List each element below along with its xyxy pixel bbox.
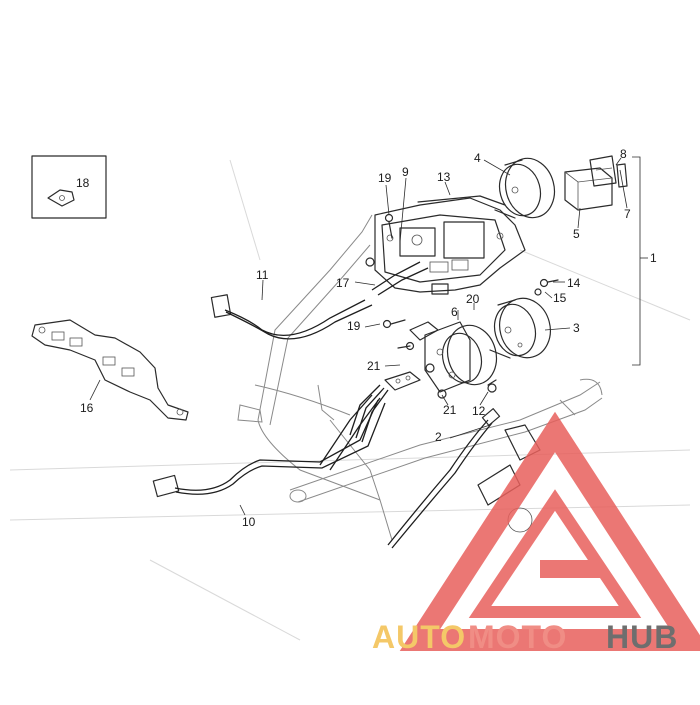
callout-17: 17 [336, 276, 350, 290]
gauge-3 [489, 297, 551, 359]
connector-strip-21 [349, 371, 421, 443]
inset-box-18 [31, 155, 107, 219]
callout-11: 11 [256, 268, 269, 282]
callout-4: 4 [474, 151, 481, 165]
harness-10 [152, 394, 386, 498]
watermark: AUTO MOTO HUB [372, 411, 700, 655]
callout-8: 8 [620, 147, 627, 161]
callout-2: 2 [435, 430, 442, 444]
bracket-16 [31, 319, 189, 421]
watermark-moto: MOTO [468, 619, 567, 655]
frame-tubes [237, 214, 603, 541]
watermark-hub: HUB [606, 619, 678, 655]
callout-12: 12 [472, 404, 486, 418]
callout-20: 20 [466, 292, 480, 306]
callout-19-mid: 19 [347, 319, 361, 333]
callout-13: 13 [437, 170, 451, 184]
callout-3: 3 [573, 321, 580, 335]
callout-14: 14 [567, 276, 581, 290]
watermark-logo-triangle [399, 411, 700, 651]
group-bracket-1 [632, 156, 648, 366]
callout-21-left: 21 [367, 359, 381, 373]
callout-7: 7 [624, 207, 631, 221]
callout-1: 1 [650, 251, 657, 265]
callout-6: 6 [451, 305, 458, 319]
watermark-auto: AUTO [372, 619, 466, 655]
callout-10: 10 [242, 515, 256, 529]
gauge-20-bracket-6 [409, 321, 498, 393]
cable-2 [387, 408, 541, 549]
callout-18: 18 [76, 176, 90, 190]
callout-labels: 1 2 3 4 5 6 7 8 9 10 11 12 13 14 15 16 1… [76, 147, 657, 529]
leader-lines [89, 157, 628, 516]
instrument-panel-13 [371, 195, 526, 296]
callout-19-top: 19 [378, 171, 392, 185]
callout-15: 15 [553, 291, 567, 305]
harness-11 [210, 294, 373, 340]
fasteners [365, 213, 559, 399]
callout-21-right: 21 [443, 403, 457, 417]
callout-9: 9 [402, 165, 409, 179]
component-7-8 [589, 155, 628, 188]
callout-5: 5 [573, 227, 580, 241]
callout-16: 16 [80, 401, 94, 415]
component-5 [564, 167, 613, 211]
gauge-4 [494, 157, 556, 219]
